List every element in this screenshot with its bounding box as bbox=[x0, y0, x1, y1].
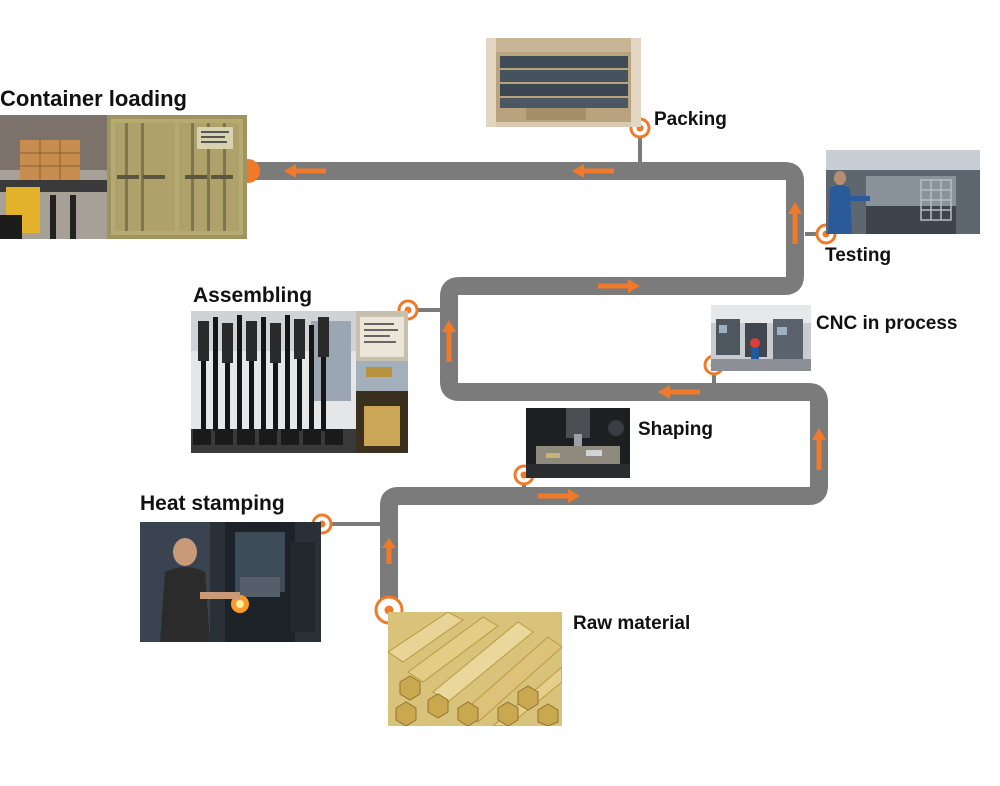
photo-container-loading-forklift bbox=[0, 115, 107, 239]
photo-shaping bbox=[526, 408, 630, 478]
arrow-left-icon bbox=[572, 164, 614, 178]
step-label-shaping: Shaping bbox=[638, 419, 713, 440]
arrow-up-icon bbox=[442, 320, 456, 362]
arrow-right-icon bbox=[598, 279, 640, 293]
arrow-left-icon bbox=[658, 385, 700, 399]
photo-testing bbox=[826, 150, 980, 234]
photo-cnc bbox=[711, 305, 811, 371]
step-label-packing: Packing bbox=[654, 109, 727, 130]
flow-arrows bbox=[284, 164, 826, 564]
step-label-assembling: Assembling bbox=[193, 284, 313, 307]
photo-assembling-box bbox=[356, 311, 408, 453]
process-pipe bbox=[250, 162, 828, 612]
step-label-heat-stamping: Heat stamping bbox=[140, 492, 285, 515]
photo-raw-material bbox=[388, 612, 562, 726]
photo-heat-stamping bbox=[140, 522, 321, 642]
arrow-up-icon bbox=[812, 428, 826, 470]
photo-packing bbox=[486, 38, 641, 127]
step-label-cnc: CNC in process bbox=[816, 313, 958, 334]
arrow-up-icon bbox=[382, 538, 396, 564]
photo-shipping-container bbox=[107, 115, 247, 239]
step-label-container-loading: Container loading bbox=[0, 86, 187, 111]
arrow-up-icon bbox=[788, 202, 802, 244]
arrow-right-icon bbox=[538, 489, 580, 503]
step-label-testing: Testing bbox=[825, 245, 892, 266]
photo-assembling-rack bbox=[191, 311, 356, 453]
node-assembling bbox=[397, 299, 419, 321]
step-label-raw-material: Raw material bbox=[573, 613, 691, 634]
arrow-left-icon bbox=[284, 164, 326, 178]
